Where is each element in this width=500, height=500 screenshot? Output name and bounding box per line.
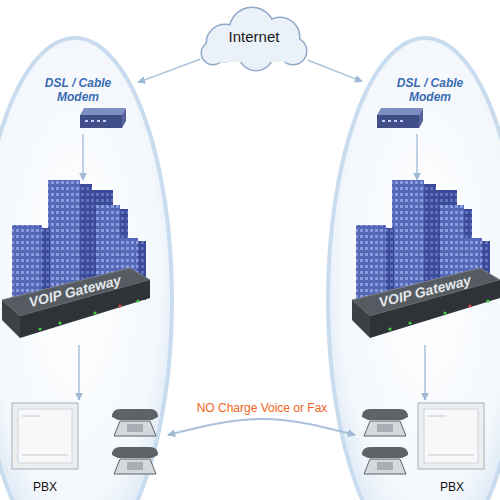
connector [138, 59, 200, 82]
device-label: DSL / Cable Modem [33, 76, 123, 105]
connector [308, 60, 362, 81]
phone-icon [362, 447, 408, 474]
modem-node: DSL / Cable Modem [28, 72, 138, 134]
phone-icon [362, 409, 408, 436]
phone-icon [112, 447, 158, 474]
connector [416, 134, 418, 180]
pbx-node: PBX [8, 400, 168, 470]
device-label: VOIP Gateway [365, 269, 485, 314]
connector [168, 419, 355, 435]
connector [82, 134, 84, 180]
gateway-node: VOIP Gateway [350, 180, 500, 345]
cloud-node: Internet [200, 8, 308, 70]
device-label: PBX [412, 480, 492, 494]
connector [424, 345, 426, 400]
device-label: VOIP Gateway [15, 269, 135, 314]
pbx-node: PBX [355, 400, 495, 470]
modem-icon [80, 108, 126, 128]
gateway-node: VOIP Gateway [0, 180, 150, 345]
pbx-cabinet [12, 403, 78, 469]
connector [78, 345, 80, 400]
edge-label: NO Charge Voice or Fax [197, 401, 328, 415]
modem-node: DSL / Cable Modem [362, 72, 472, 134]
site-ellipse [328, 38, 500, 500]
phone-icon [112, 409, 158, 436]
device-label: PBX [5, 480, 85, 494]
device-label: DSL / Cable Modem [385, 76, 475, 105]
cloud-label: Internet [200, 28, 308, 46]
pbx-cabinet [418, 403, 484, 469]
gateway-device [2, 268, 150, 338]
site-ellipse [0, 38, 172, 500]
gateway-device [352, 268, 500, 338]
modem-icon [377, 108, 423, 128]
